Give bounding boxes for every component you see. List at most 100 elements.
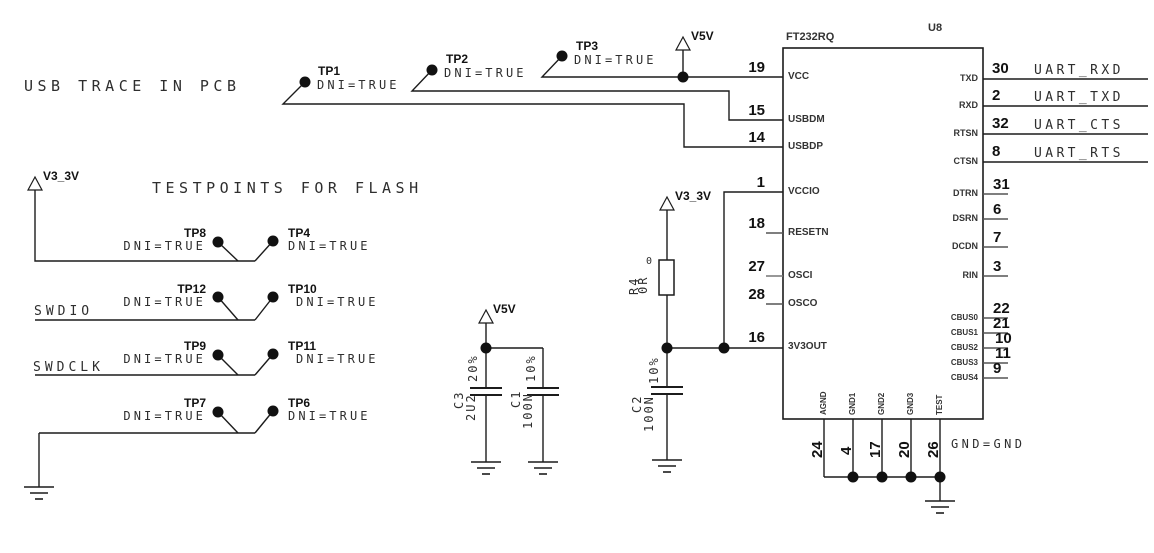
pin-num-20: 20 <box>896 441 913 458</box>
pin-num-1: 1 <box>756 174 765 191</box>
tp1-ref: TP1 <box>318 64 341 78</box>
pin-num-4: 4 <box>838 446 855 455</box>
pin-num-31: 31 <box>993 176 1010 193</box>
pin-name-agnd: AGND <box>819 391 828 415</box>
c3-value: 2U2 <box>464 393 478 421</box>
tp3-dni: DNI=TRUE <box>574 53 657 67</box>
gnd-equals-label: GND=GND <box>951 437 1026 451</box>
pin-num-2: 2 <box>992 87 1001 104</box>
net-swdio: SWDIO <box>34 304 94 319</box>
pin-name-cbus2: CBUS2 <box>950 343 978 352</box>
pin-num-10: 10 <box>995 330 1012 347</box>
pin-name-3v3out: 3V3OUT <box>788 341 827 352</box>
c3-tolerance: 20% <box>466 354 480 382</box>
pin-num-8: 8 <box>992 143 1001 160</box>
v5v-label-top: V5V <box>691 29 714 43</box>
pin-num-9: 9 <box>993 360 1002 377</box>
pin-name-cbus0: CBUS0 <box>950 313 978 322</box>
testpoint-dots <box>212 50 568 418</box>
pin-name-rxd: RXD <box>958 100 978 110</box>
tp9-ref: TP9 <box>183 339 206 353</box>
chip-part: FT232RQ <box>786 31 835 43</box>
r4-rating: 0 <box>646 256 653 267</box>
pin-name-ctsn: CTSN <box>953 156 979 166</box>
title-testpoints-flash: TESTPOINTS FOR FLASH <box>152 179 423 197</box>
tp3-ref: TP3 <box>576 39 599 53</box>
tp7-ref: TP7 <box>183 396 206 410</box>
pin-num-19: 19 <box>748 59 765 76</box>
net-uart-rxd: UART_RXD <box>1034 63 1124 78</box>
pin-num-22: 22 <box>993 300 1010 317</box>
tp11-dni: DNI=TRUE <box>296 352 379 366</box>
pin-name-vccio: VCCIO <box>788 186 820 197</box>
pin-name-usbdm: USBDM <box>788 114 825 125</box>
c2-tolerance: 10% <box>647 356 661 384</box>
junction-dots <box>480 71 946 483</box>
tp8-dni: DNI=TRUE <box>123 239 206 253</box>
pin-name-gnd3: GND3 <box>906 392 915 415</box>
title-usb-trace: USB TRACE IN PCB <box>24 77 241 95</box>
ground-symbols <box>24 459 955 514</box>
tp11-ref: TP11 <box>288 339 317 353</box>
net-swdclk: SWDCLK <box>33 360 104 375</box>
tp12-ref: TP12 <box>177 282 206 296</box>
tp4-dni: DNI=TRUE <box>288 239 371 253</box>
pin-name-rin: RIN <box>962 270 979 280</box>
c2-value: 100N <box>642 395 656 432</box>
pin-num-3: 3 <box>993 258 1002 275</box>
tp6-dni: DNI=TRUE <box>288 409 371 423</box>
chip-ref: U8 <box>928 22 943 34</box>
v3-3v-label-left: V3_3V <box>43 169 80 183</box>
net-uart-cts: UART_CTS <box>1034 118 1124 133</box>
tp9-dni: DNI=TRUE <box>123 352 206 366</box>
pin-name-cbus4: CBUS4 <box>950 373 978 382</box>
pin-name-rtsn: RTSN <box>953 128 979 138</box>
pin-name-dcdn: DCDN <box>952 241 978 251</box>
pin-name-cbus3: CBUS3 <box>950 358 978 367</box>
power-symbols <box>26 35 692 324</box>
pin-name-gnd2: GND2 <box>877 392 886 415</box>
v3-3v-label-mid: V3_3V <box>675 189 712 203</box>
net-uart-txd: UART_TXD <box>1034 90 1124 105</box>
tp10-dni: DNI=TRUE <box>296 295 379 309</box>
pin-name-dtrn: DTRN <box>953 188 978 198</box>
pin-num-26: 26 <box>925 441 942 458</box>
pin-name-usbdp: USBDP <box>788 141 824 152</box>
pin-num-27: 27 <box>748 258 765 275</box>
pin-name-vcc: VCC <box>788 71 810 82</box>
pin-name-test: TEST <box>935 394 944 415</box>
pin-num-18: 18 <box>748 215 765 232</box>
tp7-dni: DNI=TRUE <box>123 409 206 423</box>
pin-name-cbus1: CBUS1 <box>950 328 978 337</box>
tp4-ref: TP4 <box>288 226 311 240</box>
tp2-dni: DNI=TRUE <box>444 66 527 80</box>
tp1-dni: DNI=TRUE <box>317 78 400 92</box>
pin-num-7: 7 <box>993 229 1002 246</box>
pin-num-15: 15 <box>748 102 765 119</box>
c1-value: 100N <box>521 392 535 429</box>
pin-num-17: 17 <box>867 441 884 458</box>
pin-num-16: 16 <box>748 329 765 346</box>
pin-num-32: 32 <box>992 115 1009 132</box>
c1-tolerance: 10% <box>524 354 538 382</box>
pin-num-21: 21 <box>993 315 1010 332</box>
tp8-ref: TP8 <box>183 226 206 240</box>
pin-name-gnd1: GND1 <box>848 392 857 415</box>
pin-name-osco: OSCO <box>788 298 818 309</box>
pin-name-resetn: RESETN <box>788 227 829 238</box>
pin-num-11: 11 <box>995 345 1011 362</box>
tp12-dni: DNI=TRUE <box>123 295 206 309</box>
pin-name-txd: TXD <box>960 73 978 83</box>
pin-num-14: 14 <box>748 129 765 146</box>
r4-value: 0R <box>636 275 650 294</box>
tp10-ref: TP10 <box>288 282 317 296</box>
v5v-label-caps: V5V <box>493 302 516 316</box>
pin-name-osci: OSCI <box>788 270 813 281</box>
pin-num-28: 28 <box>748 286 765 303</box>
pin-num-30: 30 <box>992 60 1009 77</box>
pin-name-dsrn: DSRN <box>952 213 978 223</box>
pin-num-24: 24 <box>809 441 826 458</box>
net-uart-rts: UART_RTS <box>1034 146 1124 161</box>
